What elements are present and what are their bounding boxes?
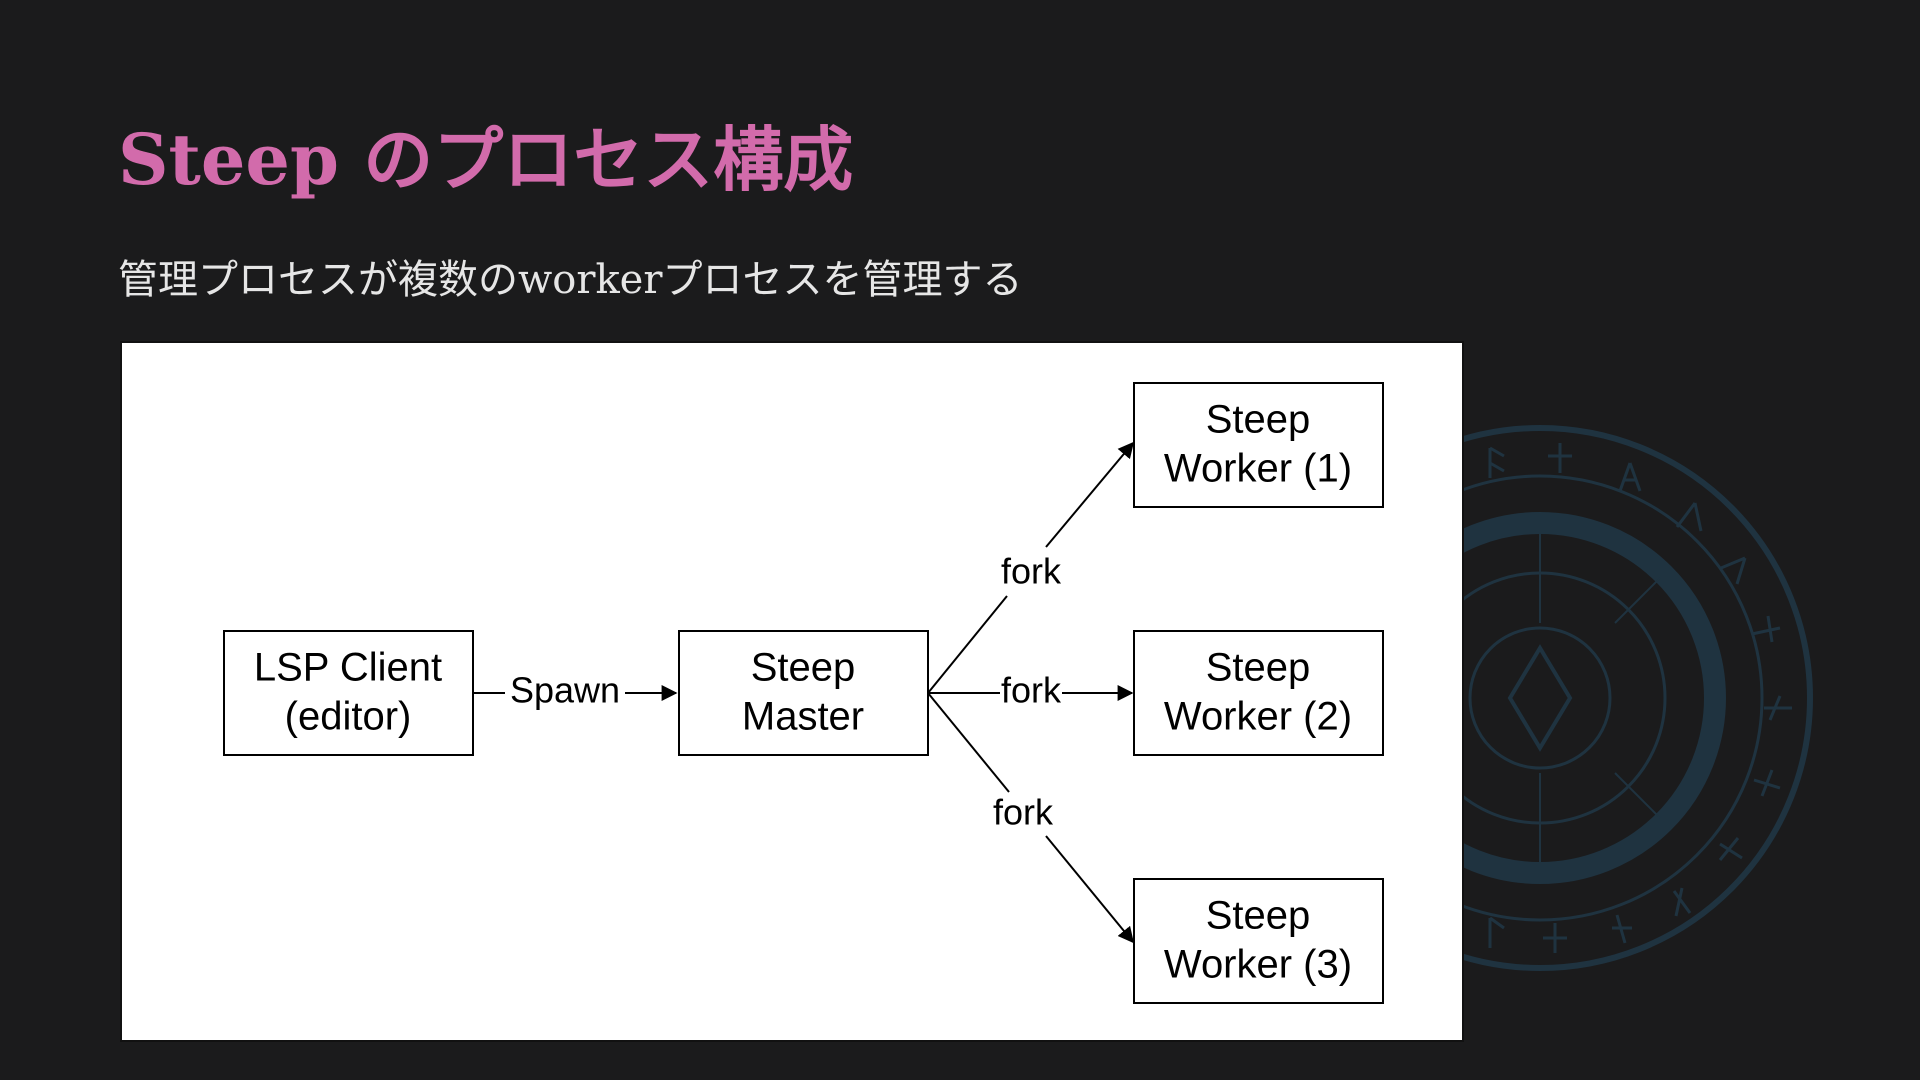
node-steep-master: Steep Master bbox=[678, 630, 929, 756]
slide-subtitle: 管理プロセスが複数のworkerプロセスを管理する bbox=[118, 257, 1023, 303]
process-diagram: Spawn fork fork fork LSP Client (editor)… bbox=[223, 382, 1384, 1004]
edge-label-fork-1: fork bbox=[1001, 551, 1062, 592]
node-lsp-client-line-2: (editor) bbox=[285, 695, 412, 739]
rune-circle-emblem bbox=[1430, 425, 1813, 971]
node-steep-worker-1: Steep Worker (1) bbox=[1133, 382, 1384, 508]
node-steep-worker-1-line-1: Steep bbox=[1206, 398, 1311, 442]
edge-fork-worker-1: fork bbox=[927, 441, 1135, 694]
slide-title: Steep のプロセス構成 bbox=[118, 118, 854, 201]
edge-label-fork-2: fork bbox=[1001, 670, 1062, 711]
edge-label-fork-3: fork bbox=[993, 792, 1054, 833]
edge-label-spawn: Spawn bbox=[510, 670, 620, 711]
edge-fork-worker-2: fork bbox=[928, 670, 1134, 711]
edge-fork-worker-3: fork bbox=[927, 692, 1135, 944]
node-steep-master-line-2: Master bbox=[742, 695, 864, 739]
node-steep-master-line-1: Steep bbox=[751, 646, 856, 690]
node-steep-worker-3-line-2: Worker (3) bbox=[1164, 943, 1352, 987]
edge-spawn: Spawn bbox=[473, 670, 678, 711]
node-steep-worker-2: Steep Worker (2) bbox=[1133, 630, 1384, 756]
node-steep-worker-3: Steep Worker (3) bbox=[1133, 878, 1384, 1004]
node-steep-worker-2-line-1: Steep bbox=[1206, 646, 1311, 690]
node-steep-worker-3-line-1: Steep bbox=[1206, 894, 1311, 938]
node-steep-worker-2-line-2: Worker (2) bbox=[1164, 695, 1352, 739]
diagram-panel: Spawn fork fork fork LSP Client (editor)… bbox=[120, 341, 1464, 1042]
node-steep-worker-1-line-2: Worker (1) bbox=[1164, 447, 1352, 491]
node-lsp-client-line-1: LSP Client bbox=[254, 646, 442, 690]
node-lsp-client: LSP Client (editor) bbox=[223, 630, 474, 756]
